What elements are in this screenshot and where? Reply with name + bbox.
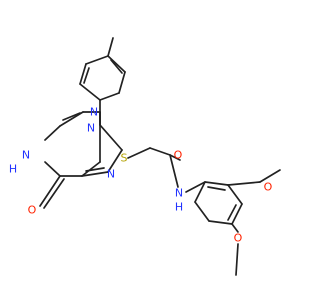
n7-label: N [107, 168, 115, 181]
bond-32 [231, 203, 243, 225]
acetamide-oxygen-label: O [174, 149, 183, 162]
bond-31 [227, 184, 243, 205]
bond-6 [59, 111, 84, 127]
bond-33 [208, 220, 233, 225]
bond-30 [204, 181, 229, 186]
bond-39 [259, 169, 281, 183]
bond-16 [79, 83, 101, 101]
bond-40 [231, 223, 239, 233]
bond-17 [79, 63, 87, 85]
bond-29 [185, 181, 206, 193]
methoxy-oxygen-upper-label: O [264, 181, 273, 194]
bond-26 [149, 147, 171, 156]
bond-18 [85, 55, 109, 65]
anilide-h-label: H [175, 201, 183, 214]
bond-8 [39, 175, 61, 207]
bond-41 [235, 243, 239, 276]
n9-label: N [87, 122, 95, 135]
bond-36 [207, 186, 226, 191]
bond-28 [169, 154, 179, 188]
atom-labels: N N H N N S O O N H O O [9, 106, 273, 245]
h-amide-label: H [9, 163, 17, 176]
bond-2 [44, 161, 61, 177]
bond-24 [107, 37, 114, 57]
molecule-structure: N N H N N S O O N H O O [9, 37, 281, 276]
sulfur-label: S [121, 152, 128, 165]
bond-13 [81, 171, 109, 177]
bond-38 [227, 181, 261, 186]
bond-lines [39, 37, 281, 276]
bond-7 [62, 112, 81, 121]
bond-37 [227, 204, 237, 221]
bond-27 [169, 154, 181, 161]
bond-22 [83, 67, 90, 84]
bond-19 [107, 55, 126, 73]
bond-11 [99, 124, 123, 151]
bond-34 [194, 201, 210, 222]
anilide-n-label: N [175, 187, 183, 200]
n-amide-label: N [22, 149, 30, 162]
bond-21 [99, 92, 120, 101]
bond-4 [81, 161, 101, 177]
bond-9 [43, 178, 65, 209]
methoxy-oxygen-lower-label: O [234, 232, 243, 245]
bond-25 [127, 147, 151, 159]
bond-12 [107, 149, 123, 173]
bond-35 [194, 181, 206, 203]
n-imine-label: N [90, 106, 98, 119]
bond-14 [85, 167, 105, 172]
bond-20 [118, 71, 126, 94]
bond-23 [110, 59, 123, 74]
ketone-oxygen-label: O [28, 204, 37, 217]
bond-1 [44, 125, 61, 141]
